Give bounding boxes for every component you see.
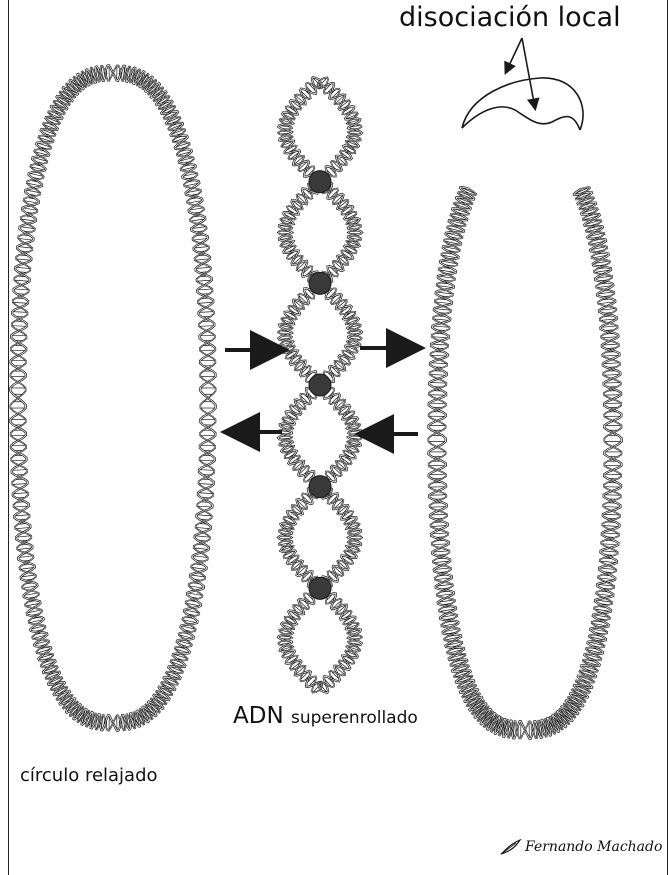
dissociated-dna-circle	[428, 187, 621, 738]
local-dissociation-bubble	[462, 78, 583, 130]
signature-text: Fernando Machado	[525, 839, 662, 855]
local-dissociation-label: disociación local	[399, 2, 621, 33]
quill-feather-icon	[500, 838, 522, 856]
dissociation-pointer-lines	[506, 38, 535, 108]
relaxed-circle-label: círculo relajado	[20, 765, 158, 786]
supercoiled-dna	[278, 77, 362, 692]
superenrollado-label: superenrollado	[291, 708, 418, 728]
relaxed-dna-circle	[10, 65, 215, 730]
adn-label: ADN	[233, 703, 284, 729]
supercoiled-dna-label: ADN superenrollado	[233, 703, 418, 729]
signature: Fernando Machado	[500, 838, 662, 856]
